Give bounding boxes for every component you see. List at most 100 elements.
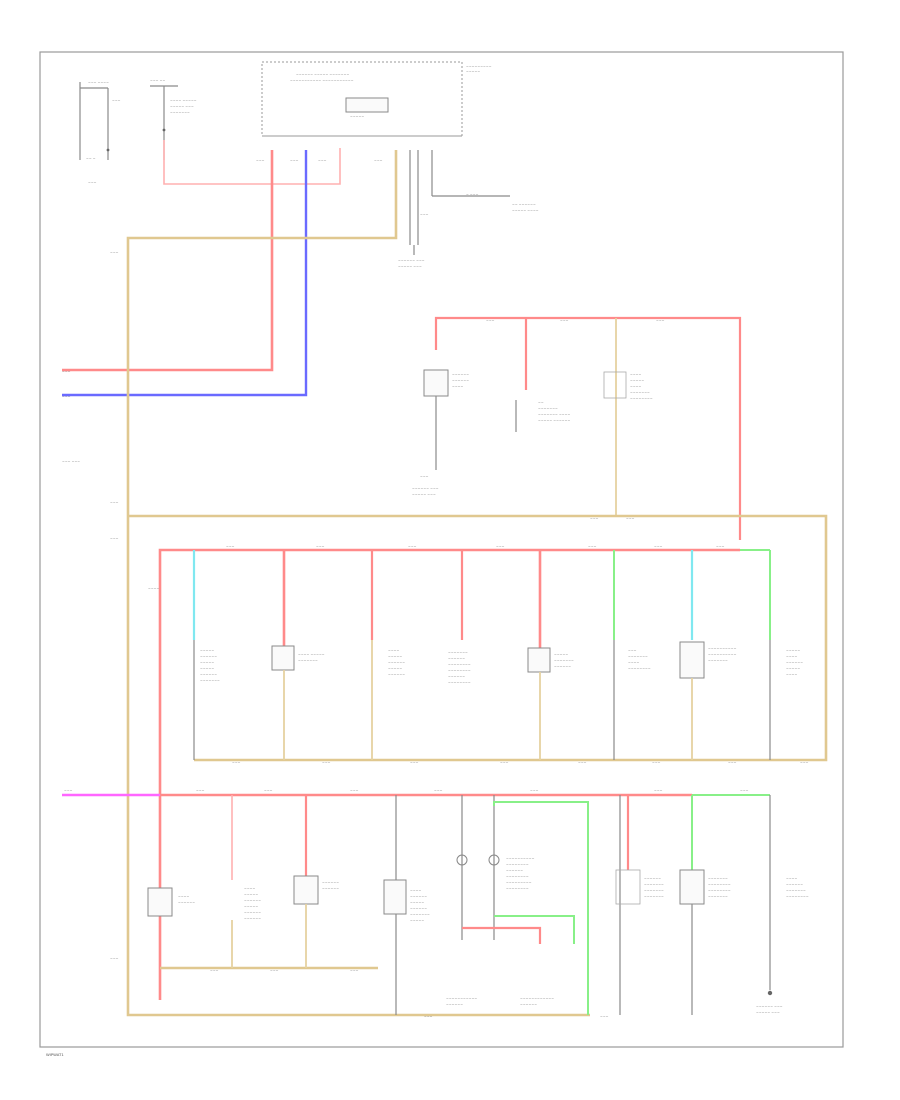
svg-text:~~~: ~~~ xyxy=(434,789,443,793)
svg-text:~~~~~~~: ~~~~~~~ xyxy=(708,877,728,881)
svg-text:~~~: ~~~ xyxy=(210,969,219,973)
svg-text:~~~~~~~~: ~~~~~~~~ xyxy=(630,397,653,401)
svg-text:~~~~~: ~~~~~ xyxy=(244,905,258,909)
svg-text:~~~~~~: ~~~~~~ xyxy=(322,887,339,891)
svg-text:~~~~: ~~~~ xyxy=(244,887,256,891)
svg-text:~~~~~~ ~~~: ~~~~~~ ~~~ xyxy=(398,259,425,263)
svg-text:~~~~~~ ~~~~~ ~~~~~~~: ~~~~~~ ~~~~~ ~~~~~~~ xyxy=(296,73,349,77)
svg-text:~~~~~: ~~~~~ xyxy=(244,893,258,897)
svg-text:~~~: ~~~ xyxy=(740,789,749,793)
svg-text:~~~: ~~~ xyxy=(350,789,359,793)
svg-text:~~~~~~~~: ~~~~~~~~ xyxy=(628,667,651,671)
svg-text:~~~: ~~~ xyxy=(322,761,331,765)
svg-text:~~~~~: ~~~~~ xyxy=(388,667,402,671)
middle-upper-block: ~~~~~~ ~~~~~~ ~~~~ ~~ ~~~~~~~ ~~~~~~~ ~~… xyxy=(412,316,742,540)
svg-text:~~~~~~~: ~~~~~~~ xyxy=(448,651,468,655)
svg-text:~~~~~~~~: ~~~~~~~~ xyxy=(448,681,471,685)
svg-text:~~~~: ~~~~ xyxy=(178,895,190,899)
svg-text:~~~~~~: ~~~~~~ xyxy=(446,1003,463,1007)
svg-text:~~~~~~~~~~: ~~~~~~~~~~ xyxy=(708,647,737,651)
svg-text:~~~~~~~~: ~~~~~~~~ xyxy=(506,863,529,867)
svg-text:~ ~~~: ~ ~~~ xyxy=(466,193,479,197)
svg-text:~~~~~: ~~~~~ xyxy=(786,667,800,671)
svg-text:~~~: ~~~ xyxy=(496,545,505,549)
svg-text:~~~: ~~~ xyxy=(654,789,663,793)
svg-text:~~~: ~~~ xyxy=(232,761,241,765)
svg-text:~~~~~~: ~~~~~~ xyxy=(448,657,465,661)
lower-switch-row: ~~~~~~~~~~ ~~~~~~~~~~~~~~~~~~~~~~~~~~~~~… xyxy=(110,795,809,1019)
svg-text:~~~~~~: ~~~~~~ xyxy=(520,1003,537,1007)
svg-text:~~~: ~~~ xyxy=(410,761,419,765)
svg-text:~~~~~: ~~~~~ xyxy=(200,661,214,665)
svg-text:~~ ~: ~~ ~ xyxy=(86,157,96,161)
svg-text:~~~: ~~~ xyxy=(728,761,737,765)
svg-text:~~~~~~: ~~~~~~ xyxy=(388,661,405,665)
svg-text:~~~~: ~~~~ xyxy=(786,655,798,659)
svg-text:~~~: ~~~ xyxy=(590,517,599,521)
svg-text:~~~~~: ~~~~~ xyxy=(786,649,800,653)
svg-text:~~~: ~~~ xyxy=(350,969,359,973)
svg-text:~~~ ~~~~: ~~~ ~~~~ xyxy=(88,81,109,85)
svg-text:~~~~~~: ~~~~~~ xyxy=(244,899,261,903)
svg-text:~~~~: ~~~~ xyxy=(452,385,464,389)
svg-text:~~~~: ~~~~ xyxy=(410,889,422,893)
svg-text:~~~~~~: ~~~~~~ xyxy=(786,661,803,665)
svg-text:~~~~~~~: ~~~~~~~ xyxy=(200,679,220,683)
svg-text:~~~: ~~~ xyxy=(110,957,119,961)
svg-text:~~~~~~: ~~~~~~ xyxy=(644,877,661,881)
svg-text:~~~~~ ~~~: ~~~~~ ~~~ xyxy=(756,1011,780,1015)
svg-text:~~~~~~~: ~~~~~~~ xyxy=(708,895,728,899)
svg-text:~~~~~~~~~: ~~~~~~~~~ xyxy=(466,65,492,69)
svg-text:~~~~~~~: ~~~~~~~ xyxy=(170,111,190,115)
svg-text:~~~~~ ~~~~: ~~~~~ ~~~~ xyxy=(512,209,539,213)
svg-text:~~~: ~~~ xyxy=(408,545,417,549)
svg-text:~~~~~~: ~~~~~~ xyxy=(410,895,427,899)
svg-text:~~~~~: ~~~~~ xyxy=(466,70,480,74)
svg-text:~~~~~~: ~~~~~~ xyxy=(452,379,469,383)
svg-text:~~~: ~~~ xyxy=(420,213,429,217)
svg-text:~~: ~~ xyxy=(538,401,544,405)
svg-text:~~~: ~~~ xyxy=(264,789,273,793)
svg-text:~~~: ~~~ xyxy=(226,545,235,549)
svg-text:~~~: ~~~ xyxy=(374,159,383,163)
svg-text:~~~: ~~~ xyxy=(628,649,637,653)
svg-text:~~~~~~~: ~~~~~~~ xyxy=(644,895,664,899)
svg-text:~~~: ~~~ xyxy=(316,545,325,549)
footer-code: WIPWAT1 xyxy=(46,1052,64,1057)
svg-text:~~~~~~: ~~~~~~ xyxy=(786,883,803,887)
svg-text:~~~: ~~~ xyxy=(420,475,429,479)
svg-text:~~~~~: ~~~~~ xyxy=(200,649,214,653)
svg-text:~~~~~~: ~~~~~~ xyxy=(410,907,427,911)
svg-text:~~~: ~~~ xyxy=(110,251,119,255)
svg-text:~~~~~~~~: ~~~~~~~~ xyxy=(448,663,471,667)
svg-text:~~~: ~~~ xyxy=(196,789,205,793)
svg-text:~~~ ~~~: ~~~ ~~~ xyxy=(62,460,80,464)
svg-text:~~~: ~~~ xyxy=(652,761,661,765)
svg-text:~~~: ~~~ xyxy=(656,319,665,323)
svg-text:~~~ ~~: ~~~ ~~ xyxy=(150,79,165,83)
power-bus-upper: ~~~ ~~~ ~~~ ~~~ ~~~ ~~~ ~~~ xyxy=(158,545,770,1000)
svg-text:~~~: ~~~ xyxy=(88,181,97,185)
svg-text:~~~: ~~~ xyxy=(110,501,119,505)
svg-text:~~~: ~~~ xyxy=(112,99,121,103)
svg-text:~~~~~~~~~: ~~~~~~~~~ xyxy=(506,881,532,885)
upper-switch-row: ~~~~~~~~~~~~~~~~~~~~~~~~~~~~~~~~~~ ~~~~ … xyxy=(148,550,809,765)
svg-text:~~~~~~~: ~~~~~~~ xyxy=(298,659,318,663)
svg-text:~~~~~~: ~~~~~~ xyxy=(322,881,339,885)
svg-text:~~~~~: ~~~~~ xyxy=(350,115,364,119)
svg-text:~~~~~~~~: ~~~~~~~~ xyxy=(506,875,529,879)
svg-text:~~~~~~~: ~~~~~~~ xyxy=(786,889,806,893)
svg-text:~~~~~~: ~~~~~~ xyxy=(506,869,523,873)
svg-text:~~~~~~~~~~: ~~~~~~~~~~ xyxy=(506,857,535,861)
svg-text:~~~: ~~~ xyxy=(578,761,587,765)
svg-text:~~~~~~: ~~~~~~ xyxy=(178,901,195,905)
svg-text:~~~~: ~~~~ xyxy=(630,385,642,389)
svg-text:~~~~: ~~~~ xyxy=(388,649,400,653)
svg-text:~~~: ~~~ xyxy=(318,159,327,163)
svg-text:~~~: ~~~ xyxy=(500,761,509,765)
svg-text:~~~: ~~~ xyxy=(626,517,635,521)
svg-text:~~~~~~~~: ~~~~~~~~ xyxy=(506,887,529,891)
svg-text:~~~~~ ~~~: ~~~~~ ~~~ xyxy=(398,265,422,269)
svg-text:~~~~~: ~~~~~ xyxy=(630,379,644,383)
